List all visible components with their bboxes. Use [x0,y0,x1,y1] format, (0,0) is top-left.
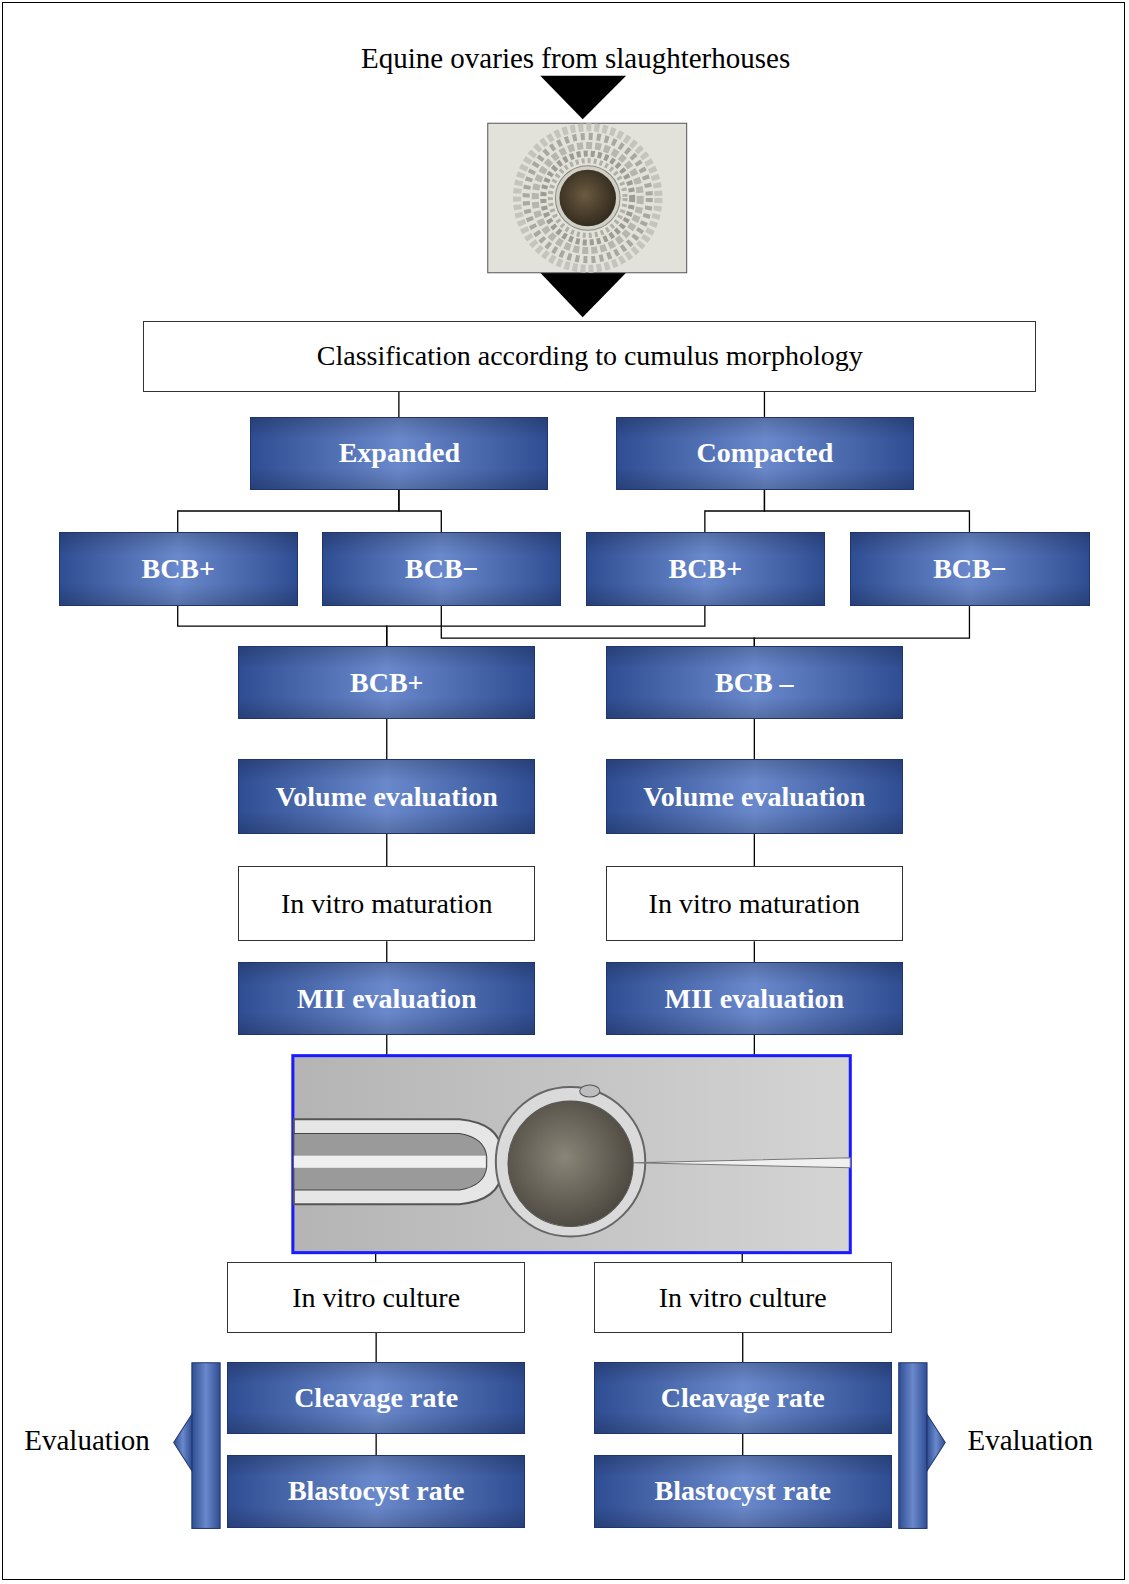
connector-line [754,834,755,866]
down-triangle [540,76,626,119]
connector [754,941,755,962]
connector [178,490,399,532]
category-box: Compacted [616,417,914,490]
connector-line [754,606,969,646]
box-label: BCB− [405,553,479,585]
connector-line [178,490,399,532]
stain-box: BCB− [850,532,1089,606]
box-label: BCB− [933,553,1007,585]
connector [386,834,387,866]
connector [754,606,969,646]
connector-line [178,606,387,646]
process-box: Volume evaluation [606,759,903,834]
result-box: Cleavage rate [227,1362,525,1434]
connector [399,490,441,532]
connector [754,719,755,759]
evaluation-label: Evaluation [24,1424,150,1457]
connector-line [705,490,765,532]
box-label: BCB+ [669,553,743,585]
box-label: BCB+ [350,667,424,699]
connector-line [399,490,441,532]
connector-line [386,941,387,962]
process-box: In vitro culture [594,1262,892,1333]
connector [764,490,969,532]
connector [742,1333,743,1362]
evaluation-bracket [174,1363,220,1529]
connector [386,941,387,962]
connector-line [375,1434,376,1455]
process-box: Volume evaluation [238,759,535,834]
box-label: In vitro maturation [649,888,861,920]
connector-line [754,719,755,759]
box-label: MII evaluation [297,983,477,1015]
box-label: Volume evaluation [643,781,865,813]
connector-line [398,392,399,417]
connector [376,1434,377,1455]
box-label: Compacted [697,437,834,469]
connector [386,719,387,759]
connector [441,606,754,646]
process-box: MII evaluation [606,962,903,1035]
stain-box: BCB+ [586,532,825,606]
category-box: Expanded [250,417,548,490]
result-box: Cleavage rate [594,1362,892,1434]
connector [398,392,399,417]
result-box: Blastocyst rate [594,1455,892,1528]
result-box: Blastocyst rate [227,1455,525,1528]
diagram-title: Equine ovaries from slaughterhouses [361,42,790,75]
down-triangle [540,273,626,317]
box-label: MII evaluation [664,983,844,1015]
connector-line [386,719,387,759]
group-box: BCB – [606,646,903,719]
connector [764,392,765,417]
box-label: BCB – [715,667,794,699]
stain-box: BCB− [322,532,561,606]
evaluation-label: Evaluation [967,1424,1093,1457]
connector [705,490,765,532]
box-label: Cleavage rate [294,1382,458,1414]
process-box: In vitro culture [227,1262,525,1333]
stain-box: BCB+ [59,532,298,606]
connector-line [387,606,705,646]
box-label: In vitro maturation [281,888,493,920]
connector-line [441,606,754,646]
icsi-photo [293,1056,850,1253]
group-box: BCB+ [238,646,535,719]
connector [376,1333,377,1362]
process-box: In vitro maturation [606,866,903,941]
connector [178,606,387,646]
connector [387,606,705,646]
connector-line [375,1333,376,1362]
connector [742,1434,743,1455]
box-label: In vitro culture [659,1282,827,1314]
box-label: In vitro culture [292,1282,460,1314]
classification-box: Classification according to cumulus morp… [143,321,1036,392]
connector-line [742,1434,743,1455]
connector-line [764,490,969,532]
process-box: In vitro maturation [238,866,535,941]
box-label: Expanded [339,437,460,469]
connector-line [386,834,387,866]
box-label: BCB+ [141,553,215,585]
connector-line [742,1333,743,1362]
box-label: Cleavage rate [661,1382,825,1414]
box-label: Blastocyst rate [288,1475,465,1507]
evaluation-bracket [899,1363,945,1529]
connector [754,834,755,866]
oocyte-photo [488,123,687,273]
box-label: Classification according to cumulus morp… [317,340,863,372]
connector-line [754,941,755,962]
box-label: Blastocyst rate [654,1475,831,1507]
connector-line [764,392,765,417]
process-box: MII evaluation [238,962,535,1035]
box-label: Volume evaluation [276,781,498,813]
